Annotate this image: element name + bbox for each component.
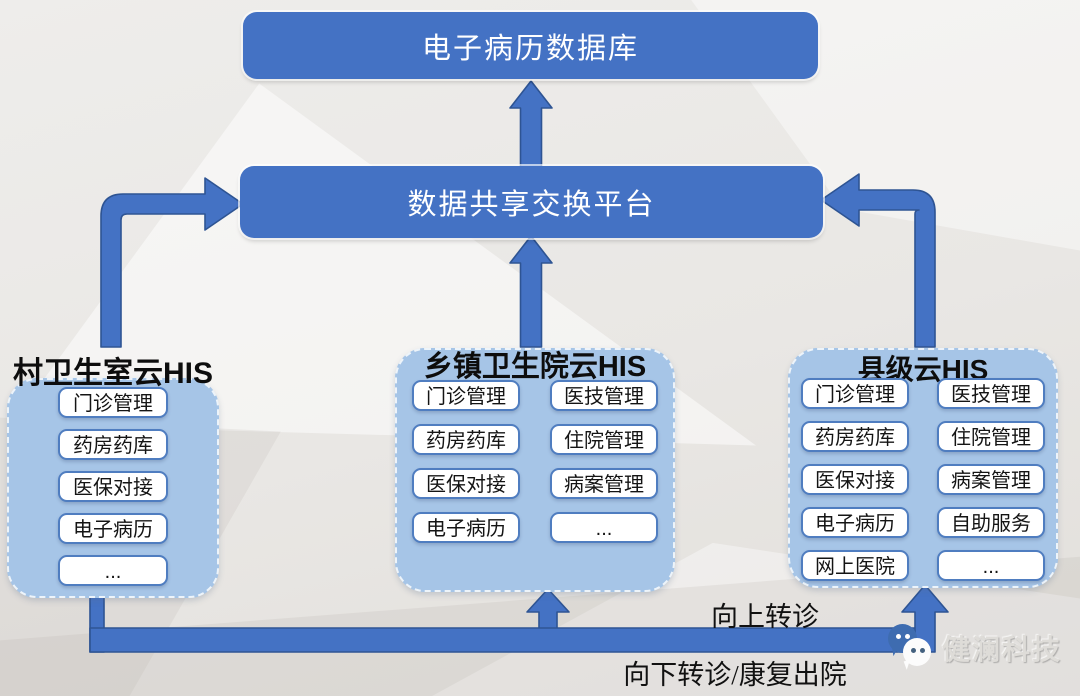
module-item: 门诊管理 bbox=[58, 387, 168, 418]
module-item: 医技管理 bbox=[937, 378, 1045, 409]
module-item: 门诊管理 bbox=[801, 378, 909, 409]
module-item-ellipsis: ... bbox=[58, 555, 168, 586]
module-item: 住院管理 bbox=[937, 421, 1045, 452]
module-item: 医保对接 bbox=[801, 464, 909, 495]
module-item: 电子病历 bbox=[58, 513, 168, 544]
module-item-ellipsis: ... bbox=[550, 512, 658, 543]
group-township-modules: 门诊管理 医技管理 药房药库 住院管理 医保对接 病案管理 电子病历 ... bbox=[395, 380, 675, 543]
module-item: 医保对接 bbox=[58, 471, 168, 502]
module-item: 药房药库 bbox=[801, 421, 909, 452]
module-item: 电子病历 bbox=[412, 512, 520, 543]
group-county-cloud-his: 县级云HIS 门诊管理 医技管理 药房药库 住院管理 医保对接 病案管理 电子病… bbox=[788, 345, 1058, 588]
group-village-modules: 门诊管理 药房药库 医保对接 电子病历 ... bbox=[4, 387, 222, 586]
wechat-icon-small-bubble bbox=[903, 638, 931, 670]
module-item-ellipsis: ... bbox=[937, 550, 1045, 581]
label-referral-down: 向下转诊/康复出院 bbox=[623, 660, 847, 690]
wechat-bubble-eye bbox=[911, 648, 916, 653]
module-item: 病案管理 bbox=[937, 464, 1045, 495]
wechat-bubble-eye bbox=[920, 648, 925, 653]
wechat-bubble-tail bbox=[887, 644, 898, 657]
group-county-modules: 门诊管理 医技管理 药房药库 住院管理 医保对接 病案管理 电子病历 自助服务 … bbox=[788, 378, 1058, 581]
group-village-cloud-his: 村卫生室云HIS 门诊管理 药房药库 医保对接 电子病历 ... bbox=[4, 348, 222, 598]
arrow-village-to-platform-icon bbox=[100, 177, 244, 348]
module-item: 病案管理 bbox=[550, 468, 658, 499]
arrow-county-to-platform-icon bbox=[820, 173, 936, 348]
module-item: 电子病历 bbox=[801, 507, 909, 538]
node-emr-database: 电子病历数据库 bbox=[243, 12, 818, 79]
group-village-title: 村卫生室云HIS bbox=[12, 357, 213, 390]
node-data-sharing-platform-label: 数据共享交换平台 bbox=[407, 189, 656, 221]
module-item: 医技管理 bbox=[550, 380, 658, 411]
wechat-bubble-eye bbox=[896, 634, 901, 639]
node-emr-database-label: 电子病历数据库 bbox=[421, 32, 639, 65]
brand-watermark: 健澜科技 bbox=[884, 614, 1080, 672]
module-item: 药房药库 bbox=[58, 429, 168, 460]
module-item: 住院管理 bbox=[550, 424, 658, 455]
label-referral-up: 向上转诊 bbox=[711, 602, 819, 632]
module-item: 门诊管理 bbox=[412, 380, 520, 411]
wechat-bubble-tail bbox=[903, 659, 914, 670]
arrow-bar-to-township-icon bbox=[526, 588, 570, 631]
wechat-bubble-eye bbox=[905, 634, 910, 639]
module-item: 药房药库 bbox=[412, 424, 520, 455]
node-data-sharing-platform: 数据共享交换平台 bbox=[240, 166, 823, 238]
module-item: 医保对接 bbox=[412, 468, 520, 499]
group-township-cloud-his: 乡镇卫生院云HIS 门诊管理 医技管理 药房药库 住院管理 医保对接 病案管理 … bbox=[395, 343, 675, 592]
group-township-title: 乡镇卫生院云HIS bbox=[423, 351, 647, 383]
module-item: 自助服务 bbox=[937, 507, 1045, 538]
connector-referral-bar bbox=[89, 627, 923, 653]
arrow-township-to-platform-icon bbox=[509, 235, 553, 348]
module-item: 网上医院 bbox=[801, 550, 909, 581]
brand-name: 健澜科技 bbox=[942, 634, 1063, 665]
arrow-platform-to-database-icon bbox=[509, 80, 553, 168]
